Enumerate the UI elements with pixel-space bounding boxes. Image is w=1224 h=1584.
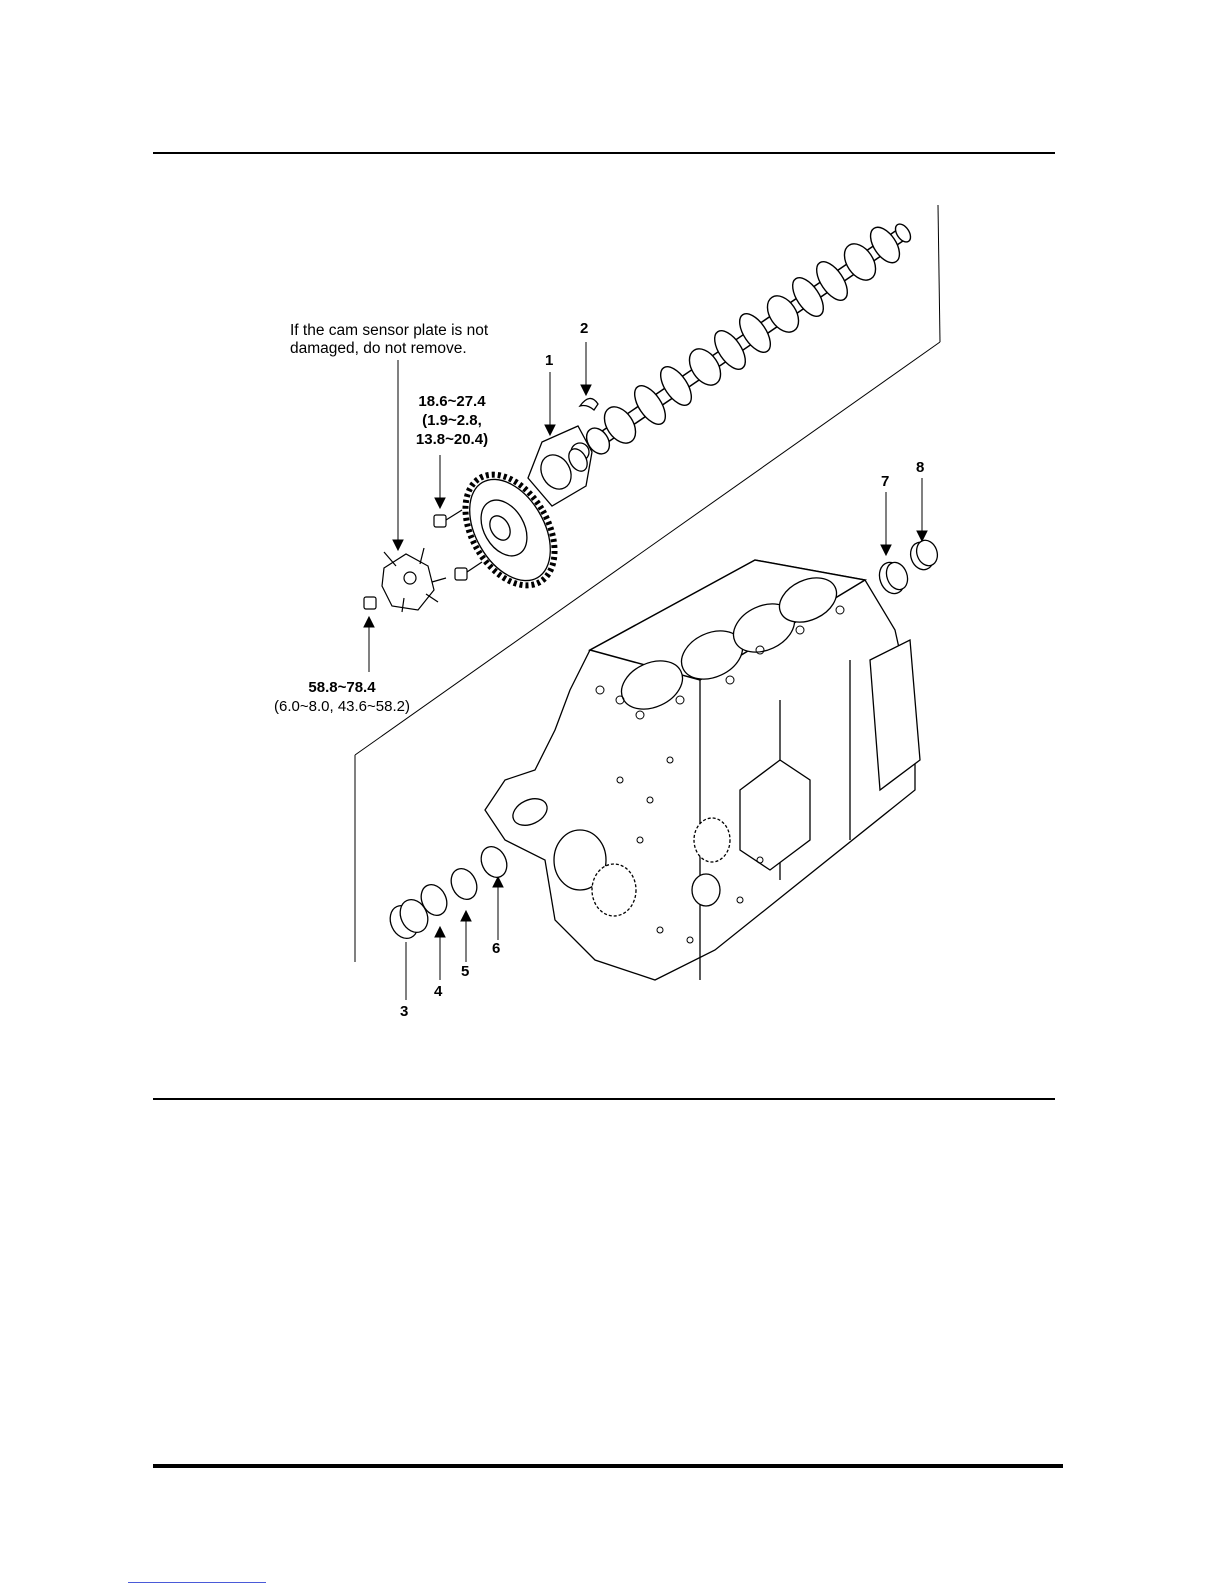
- gear-bolt-torque-label: 18.6~27.4 (1.9~2.8, 13.8~20.4): [402, 392, 502, 449]
- callout-7: 7: [881, 473, 889, 490]
- camshaft: [582, 221, 914, 458]
- gear-bolt-torque-line2: (1.9~2.8,: [402, 411, 502, 430]
- sensor-plate-note-line2: damaged, do not remove.: [290, 340, 488, 358]
- callout-2: 2: [580, 320, 588, 337]
- sensor-bolt-torque-line1: 58.8~78.4: [252, 678, 432, 697]
- callout-6: 6: [492, 940, 500, 957]
- callout-1: 1: [545, 352, 553, 369]
- gear-bolt-torque-line3: 13.8~20.4): [402, 430, 502, 449]
- woodruff-key: [580, 398, 598, 410]
- callout-5: 5: [461, 963, 469, 980]
- camshaft-bushings: [385, 842, 512, 942]
- gear-bolt-torque-line1: 18.6~27.4: [402, 392, 502, 411]
- cylinder-block: [485, 560, 920, 980]
- sensor-bolt-torque-line2: (6.0~8.0, 43.6~58.2): [252, 697, 432, 716]
- cam-sensor-plate: [382, 548, 446, 612]
- sensor-plate-bolt: [364, 597, 376, 609]
- camshaft-lobes: [598, 221, 914, 448]
- callout-4: 4: [434, 983, 442, 1000]
- callout-3: 3: [400, 1003, 408, 1020]
- sensor-plate-note: If the cam sensor plate is not damaged, …: [290, 322, 488, 358]
- callout-8: 8: [916, 459, 924, 476]
- sensor-bolt-torque-label: 58.8~78.4 (6.0~8.0, 43.6~58.2): [252, 678, 432, 716]
- sensor-plate-note-line1: If the cam sensor plate is not: [290, 322, 488, 340]
